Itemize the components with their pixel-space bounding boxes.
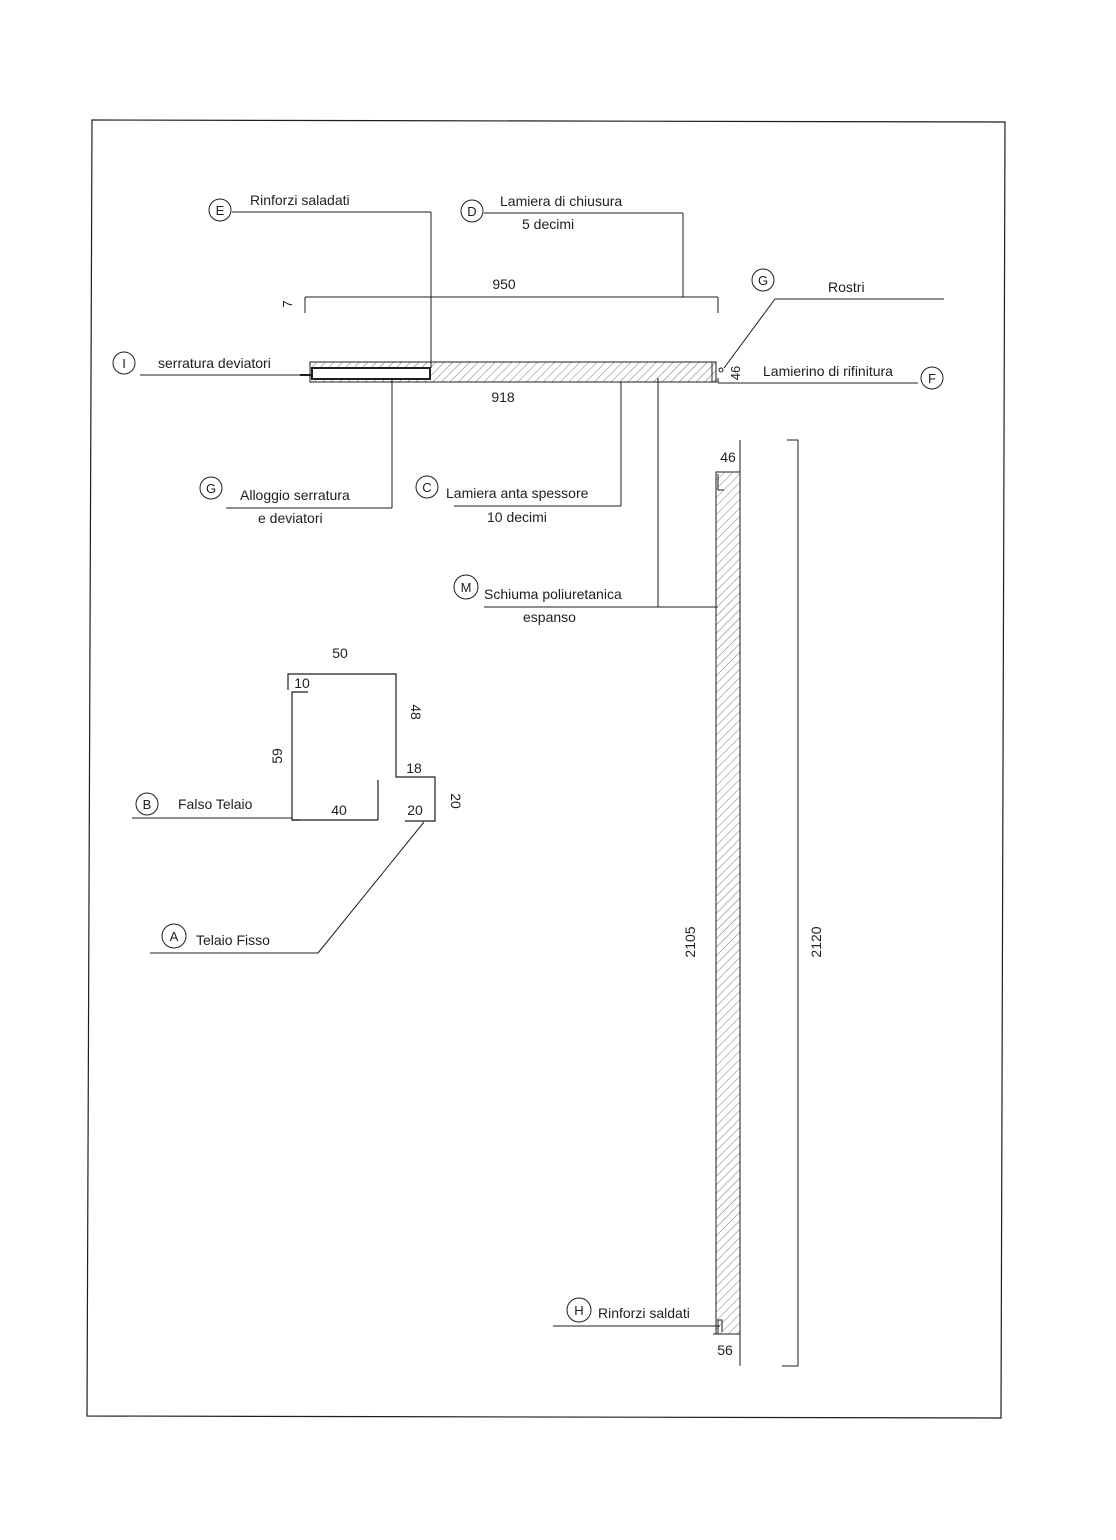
dim-2120: 2120 bbox=[808, 926, 824, 957]
panel-vertical-hatched bbox=[715, 471, 741, 1335]
callout-B: B Falso Telaio bbox=[132, 792, 292, 819]
svg-text:F: F bbox=[928, 371, 936, 386]
dim-48: 48 bbox=[408, 704, 424, 720]
callout-I: I serratura deviatori bbox=[112, 351, 300, 376]
dim-7: 7 bbox=[280, 300, 295, 307]
callout-G-alloggio: G Alloggio serratura e deviatori bbox=[199, 379, 393, 526]
dim-20-side: 20 bbox=[448, 793, 464, 809]
svg-text:I: I bbox=[122, 356, 126, 371]
door-vertical-section: 46 56 2105 2120 bbox=[682, 439, 824, 1367]
dim-56: 56 bbox=[717, 1342, 733, 1358]
door-plan-section: 950 7 918 46 bbox=[280, 276, 743, 405]
label-5-decimi: 5 decimi bbox=[522, 216, 574, 232]
label-e-deviatori: e deviatori bbox=[258, 510, 323, 526]
dim-46-vertical: 46 bbox=[720, 449, 736, 465]
label-falso-telaio: Falso Telaio bbox=[178, 796, 253, 812]
callout-F: F Lamierino di rifinitura bbox=[718, 363, 944, 390]
svg-text:H: H bbox=[574, 1303, 583, 1318]
callout-E: E Rinforzi saladati bbox=[208, 192, 432, 368]
label-rinforzi-saladati: Rinforzi saladati bbox=[250, 192, 350, 208]
label-schiuma-poliuretanica: Schiuma poliuretanica bbox=[484, 586, 622, 602]
label-rinforzi-saldati: Rinforzi saldati bbox=[598, 1305, 690, 1321]
label-10-decimi: 10 decimi bbox=[487, 509, 547, 525]
label-espanso: espanso bbox=[523, 609, 576, 625]
callout-C: C Lamiera anta spessore 10 decimi bbox=[415, 382, 622, 525]
callout-M: M Schiuma poliuretanica espanso bbox=[453, 378, 718, 625]
profile-outline bbox=[287, 673, 436, 822]
drawing-frame bbox=[86, 119, 1006, 1419]
dim-20-bottom: 20 bbox=[407, 802, 423, 818]
svg-text:A: A bbox=[170, 929, 179, 944]
dim-50: 50 bbox=[332, 645, 348, 661]
dim-46-plan: 46 bbox=[728, 366, 743, 380]
callout-H: H Rinforzi saldati bbox=[553, 1297, 720, 1327]
dim-59: 59 bbox=[269, 748, 285, 764]
lock-housing bbox=[311, 367, 431, 380]
dim-950: 950 bbox=[492, 276, 516, 292]
label-lamiera-chiusura: Lamiera di chiusura bbox=[500, 193, 622, 209]
label-lamierino-rifinitura: Lamierino di rifinitura bbox=[763, 363, 893, 379]
dim-bracket-2120 bbox=[782, 439, 799, 1367]
dim-10: 10 bbox=[294, 675, 310, 691]
svg-text:B: B bbox=[143, 797, 152, 812]
callout-G-rostri: G Rostri bbox=[723, 268, 944, 369]
label-telaio-fisso: Telaio Fisso bbox=[196, 932, 270, 948]
dim-40: 40 bbox=[331, 802, 347, 818]
label-rostri: Rostri bbox=[828, 279, 865, 295]
label-alloggio-serratura: Alloggio serratura bbox=[240, 487, 350, 503]
frame-profile: 50 10 48 59 18 40 20 20 bbox=[269, 645, 464, 822]
label-serratura-deviatori: serratura deviatori bbox=[158, 355, 271, 371]
dim-18: 18 bbox=[406, 760, 422, 776]
svg-text:G: G bbox=[206, 481, 216, 496]
dim-2105: 2105 bbox=[682, 926, 698, 957]
dim-918: 918 bbox=[491, 389, 515, 405]
callout-D: D Lamiera di chiusura 5 decimi bbox=[460, 193, 684, 297]
svg-text:C: C bbox=[422, 480, 431, 495]
svg-text:D: D bbox=[467, 204, 476, 219]
svg-text:E: E bbox=[216, 203, 225, 218]
svg-text:G: G bbox=[758, 273, 768, 288]
label-lamiera-anta: Lamiera anta spessore bbox=[446, 485, 589, 501]
callout-A: A Telaio Fisso bbox=[150, 821, 425, 954]
svg-text:M: M bbox=[461, 580, 472, 595]
